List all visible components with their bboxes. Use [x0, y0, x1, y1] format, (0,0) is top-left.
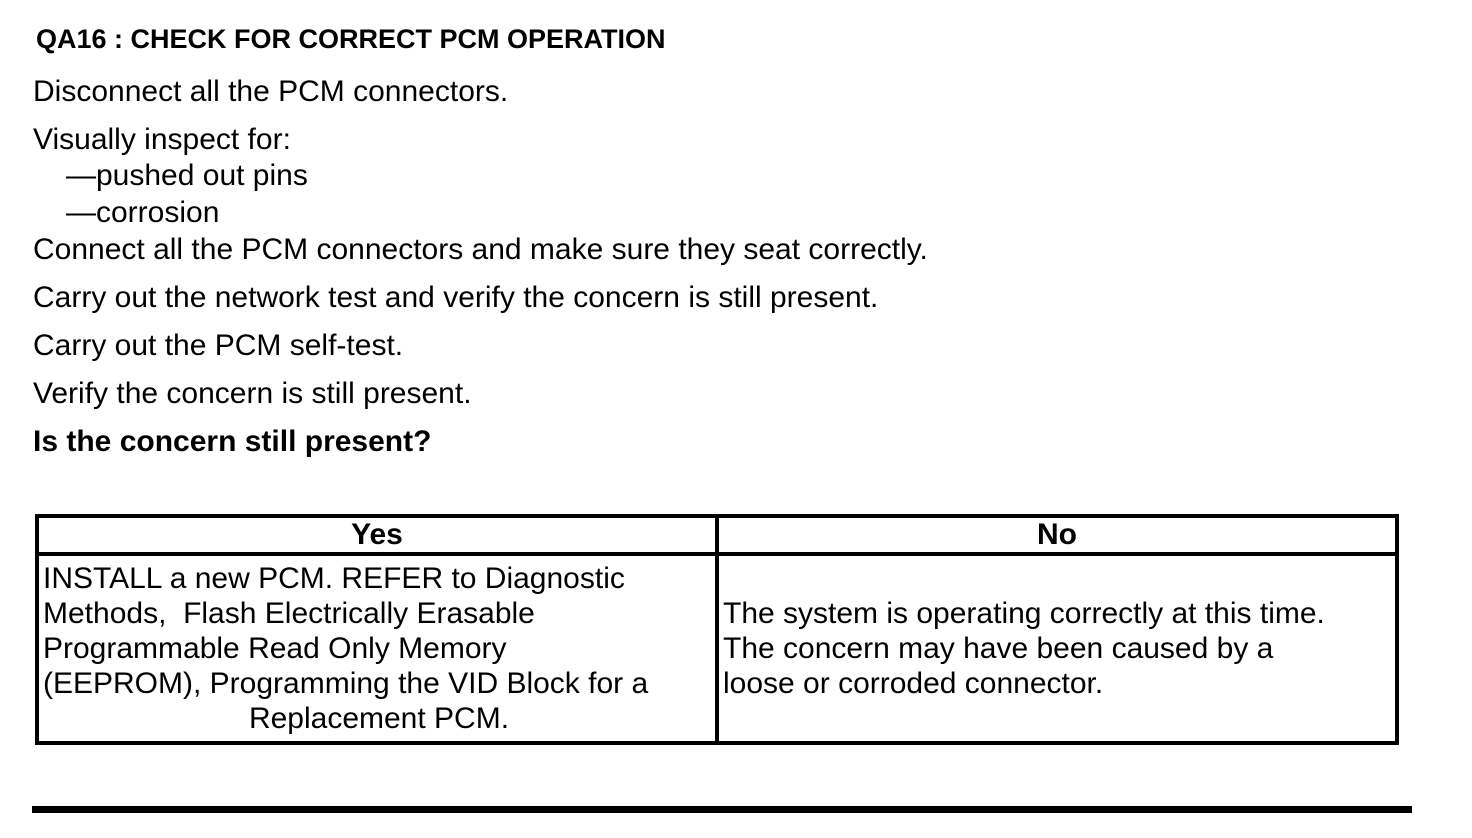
- instruction-paragraph: Verify the concern is still present.: [33, 377, 472, 410]
- yes-header-cell: Yes: [35, 514, 719, 556]
- question-text: Is the concern still present?: [33, 425, 432, 458]
- no-action-text: The system is operating correctly at thi…: [723, 597, 1325, 700]
- no-header-cell: No: [715, 514, 1399, 556]
- inspect-list-item: —corrosion: [66, 196, 220, 229]
- instruction-paragraph: Carry out the network test and verify th…: [33, 281, 879, 314]
- yes-action-cell: INSTALL a new PCM. REFER to Diagnostic M…: [35, 552, 719, 745]
- result-table-header-row: Yes No: [35, 514, 1399, 556]
- bottom-divider-rule: [32, 806, 1412, 813]
- yes-action-last-line: Replacement PCM.: [248, 702, 510, 735]
- result-table-action-row: INSTALL a new PCM. REFER to Diagnostic M…: [35, 552, 1399, 745]
- yes-action-text: INSTALL a new PCM. REFER to Diagnostic M…: [43, 562, 649, 700]
- inspect-list-item: —pushed out pins: [66, 159, 308, 192]
- instruction-paragraph: Connect all the PCM connectors and make …: [33, 233, 928, 266]
- instruction-paragraph: Carry out the PCM self-test.: [33, 329, 404, 362]
- instruction-paragraph: Visually inspect for:: [33, 123, 291, 156]
- step-heading: QA16 : CHECK FOR CORRECT PCM OPERATION: [36, 24, 666, 54]
- instruction-paragraph: Disconnect all the PCM connectors.: [33, 75, 509, 108]
- no-action-cell: The system is operating correctly at thi…: [715, 552, 1399, 745]
- result-table: Yes No INSTALL a new PCM. REFER to Diagn…: [35, 514, 1399, 745]
